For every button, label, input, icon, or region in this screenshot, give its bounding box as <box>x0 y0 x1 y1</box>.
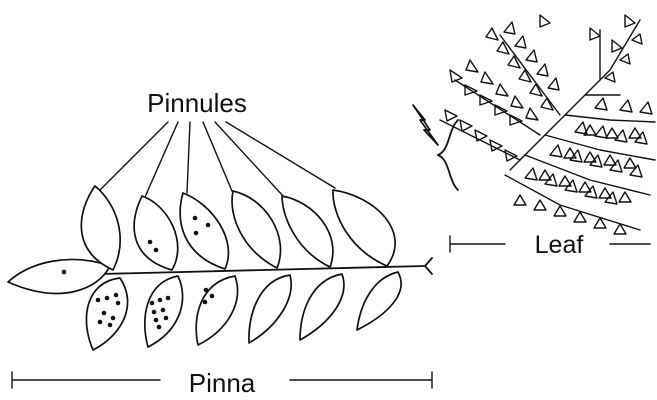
pinna-rachis-tip <box>425 258 432 274</box>
upper-pinnule-1 <box>81 186 120 270</box>
pinnules-callout: Pinnules <box>100 88 335 197</box>
leaf-label: Leaf <box>535 231 584 259</box>
pinna-scale: Pinna <box>12 368 432 398</box>
lower-pinnule-5 <box>300 274 344 340</box>
pinnules-label: Pinnules <box>147 88 247 118</box>
leaf-scale: Leaf <box>450 231 650 259</box>
pinnules-leader-4 <box>203 122 232 191</box>
pinna-bar-right <box>290 372 432 388</box>
pinnules-leader-6 <box>226 122 335 188</box>
lower-pinnule-3 <box>196 276 237 345</box>
lower-pinnule-1 <box>86 278 127 350</box>
pinnules-leader-2 <box>145 122 178 197</box>
leaf-bar-left <box>450 236 505 252</box>
lower-pinnule-6 <box>357 272 401 330</box>
pinna-bar-left <box>12 372 160 388</box>
upper-pinnule-5 <box>282 196 333 267</box>
terminal-pinnule <box>8 259 110 293</box>
upper-pinnule-4 <box>232 191 280 268</box>
leaf-drawing <box>413 15 655 234</box>
leaf-pinna-bracket <box>438 120 458 190</box>
upper-pinnule-3 <box>180 193 228 269</box>
pinna-label: Pinna <box>189 368 256 398</box>
pinna-drawing <box>8 186 432 350</box>
upper-pinnule-2 <box>134 196 178 270</box>
pinnules-leader-1 <box>100 122 168 190</box>
lower-pinnule-4 <box>249 275 291 343</box>
lightning-arrow-icon <box>413 105 438 145</box>
leaf-leaflets <box>445 15 652 234</box>
pinnules-leader-5 <box>215 122 284 197</box>
upper-pinnule-6 <box>333 190 395 266</box>
pinnules-leader-3 <box>187 122 190 193</box>
